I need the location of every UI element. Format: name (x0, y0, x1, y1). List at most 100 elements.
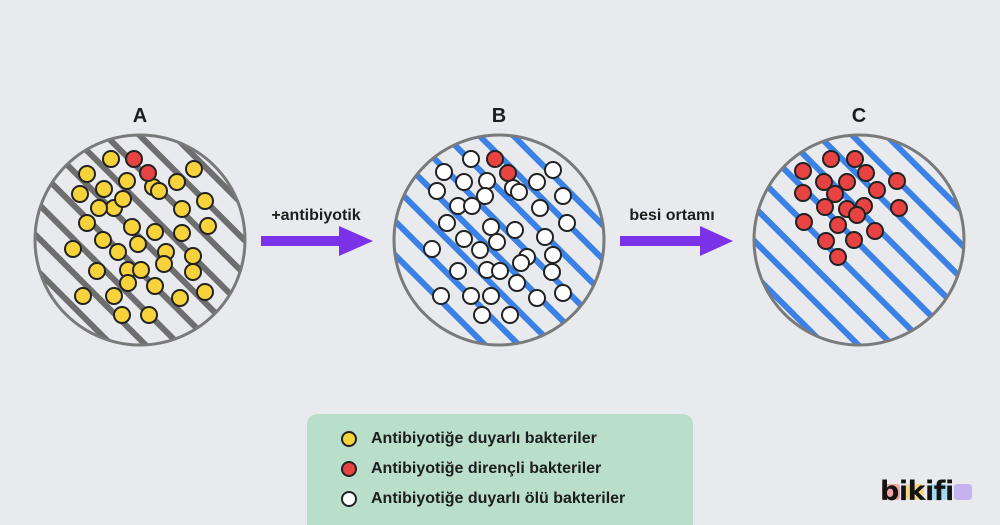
white-bacterium (462, 287, 480, 305)
logo-bar (906, 484, 924, 500)
white-bacterium (544, 161, 562, 179)
white-bacterium (491, 262, 509, 280)
yellow-bacterium (155, 255, 173, 273)
red-bacterium (866, 222, 884, 240)
yellow-bacterium (146, 223, 164, 241)
yellow-bacterium (74, 287, 92, 305)
red-bacterium (817, 232, 835, 250)
arrow-growth-medium-shaft (620, 236, 702, 246)
white-bacterium (473, 306, 491, 324)
red-bacterium (826, 185, 844, 203)
red-bacterium (829, 248, 847, 266)
arrow-antibiotic-label: +antibiyotik (271, 207, 360, 224)
legend-label: Antibiyotiğe duyarlı bakteriler (371, 430, 597, 447)
white-bacterium (528, 289, 546, 307)
white-bacterium (554, 187, 572, 205)
logo-bar (930, 484, 948, 500)
white-bacterium (536, 228, 554, 246)
red-bacterium (857, 164, 875, 182)
yellow-bacterium (140, 306, 158, 324)
white-bacterium (510, 183, 528, 201)
white-bacterium (554, 284, 572, 302)
white-bacterium (488, 233, 506, 251)
yellow-bacterium (119, 274, 137, 292)
white-bacterium (449, 262, 467, 280)
white-bacterium (531, 199, 549, 217)
yellow-bacterium (185, 160, 203, 178)
arrow-antibiotic-head (339, 226, 373, 256)
logo-bar (954, 484, 972, 500)
white-bacterium (476, 187, 494, 205)
arrow-growth-medium-head (700, 226, 733, 256)
legend-item-dead: Antibiyotiğe duyarlı ölü bakteriler (341, 490, 625, 508)
red-bacterium (845, 231, 863, 249)
legend: Antibiyotiğe duyarlı bakteriler Antibiyo… (307, 414, 693, 525)
yellow-bacterium-icon (341, 431, 357, 447)
arrow-antibiotic-shaft (261, 236, 341, 246)
yellow-bacterium (109, 243, 127, 261)
bikifi-logo: bikifi (880, 476, 976, 510)
yellow-bacterium (184, 263, 202, 281)
white-bacterium (438, 214, 456, 232)
yellow-bacterium (95, 180, 113, 198)
white-bacterium (482, 287, 500, 305)
yellow-bacterium (94, 231, 112, 249)
legend-label: Antibiyotiğe duyarlı ölü bakteriler (371, 490, 626, 507)
yellow-bacterium (88, 262, 106, 280)
dish-c-bacteria (794, 150, 908, 266)
arrow-antibiotic: +antibiyotik (261, 207, 373, 256)
red-bacterium (838, 173, 856, 191)
dish-c: C (752, 105, 966, 347)
yellow-bacterium (90, 199, 108, 217)
red-bacterium (890, 199, 908, 217)
yellow-bacterium (64, 240, 82, 258)
yellow-bacterium (171, 289, 189, 307)
yellow-bacterium (146, 277, 164, 295)
dish-b-label: B (492, 105, 506, 127)
yellow-bacterium (173, 200, 191, 218)
yellow-bacterium (113, 306, 131, 324)
yellow-bacterium (199, 217, 217, 235)
red-bacterium (499, 164, 517, 182)
red-bacterium (125, 150, 143, 168)
red-bacterium-icon (341, 461, 357, 477)
dish-c-label: C (852, 105, 866, 127)
legend-item-sensitive: Antibiyotiğe duyarlı bakteriler (341, 430, 597, 448)
white-bacterium (455, 230, 473, 248)
red-bacterium (139, 164, 157, 182)
white-bacterium (462, 150, 480, 168)
yellow-bacterium (123, 218, 141, 236)
red-bacterium (888, 172, 906, 190)
dish-b: B (392, 105, 606, 347)
white-bacterium-icon (341, 491, 357, 507)
yellow-bacterium (78, 165, 96, 183)
white-bacterium (482, 218, 500, 236)
white-bacterium (463, 197, 481, 215)
dish-b-bacteria (423, 150, 576, 324)
yellow-bacterium (196, 283, 214, 301)
red-bacterium (822, 150, 840, 168)
yellow-bacterium (129, 235, 147, 253)
yellow-bacterium (78, 214, 96, 232)
red-bacterium (815, 173, 833, 191)
dish-a-bacteria (64, 150, 217, 324)
white-bacterium (478, 172, 496, 190)
yellow-bacterium (102, 150, 120, 168)
red-bacterium (486, 150, 504, 168)
white-bacterium (544, 246, 562, 264)
white-bacterium (432, 287, 450, 305)
white-bacterium (558, 214, 576, 232)
brand-name: bikifi (880, 476, 954, 507)
red-bacterium (868, 181, 886, 199)
red-bacterium (816, 198, 834, 216)
yellow-bacterium (71, 185, 89, 203)
white-bacterium (506, 221, 524, 239)
yellow-bacterium (184, 247, 202, 265)
red-bacterium (846, 150, 864, 168)
legend-label: Antibiyotiğe dirençli bakteriler (371, 460, 602, 477)
white-bacterium (471, 241, 489, 259)
dish-a-label: A (133, 105, 147, 127)
arrow-growth-medium-label: besi ortamı (629, 207, 714, 224)
white-bacterium (512, 254, 530, 272)
